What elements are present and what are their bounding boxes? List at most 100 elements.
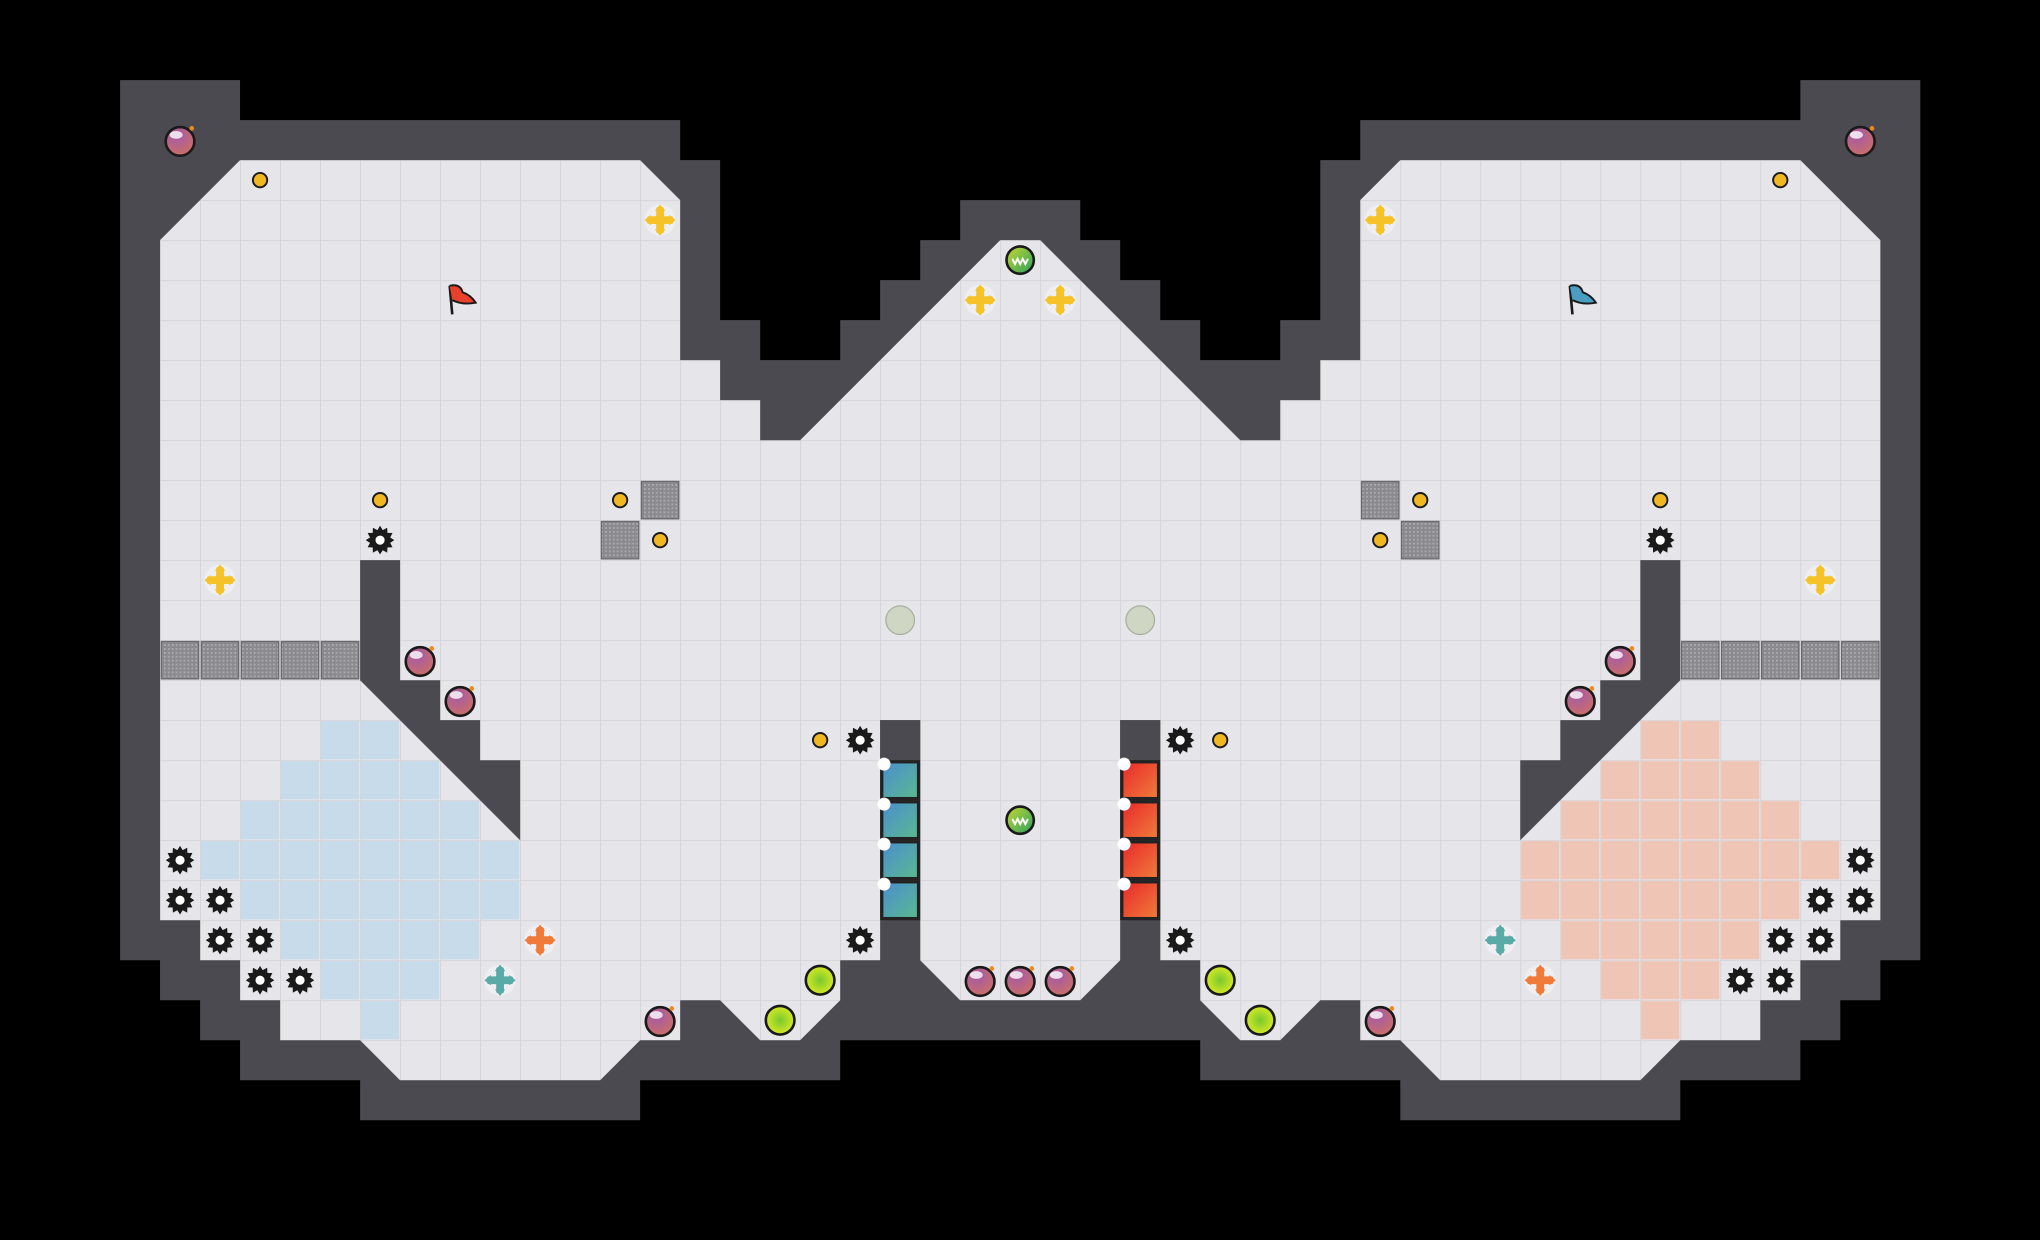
- blue-endzone-tile: [360, 881, 400, 920]
- blue-endzone-tile: [280, 761, 320, 800]
- gate-shine: [1117, 837, 1131, 851]
- powerup-icon: [1005, 245, 1036, 276]
- red-endzone-tile: [1521, 841, 1560, 880]
- button-icon: [885, 605, 916, 636]
- red-endzone-tile: [1601, 761, 1640, 800]
- bomb-icon: [1044, 965, 1076, 998]
- portal-icon: [764, 1004, 796, 1036]
- wall-block: [1120, 720, 1161, 761]
- grate-tile: [1720, 640, 1760, 680]
- spike-icon: [285, 965, 315, 995]
- spike-icon: [165, 885, 195, 915]
- red-endzone-tile: [1601, 921, 1640, 960]
- red-gate: [1117, 757, 1161, 801]
- team-zones: [200, 721, 1840, 1040]
- blue-endzone-tile: [440, 881, 480, 920]
- red-endzone-tile: [1721, 881, 1760, 920]
- inner-wall-right: [1520, 560, 1681, 841]
- red-gate: [1117, 877, 1161, 921]
- bomb-fuse: [1029, 966, 1035, 971]
- red-endzone-tile: [1761, 801, 1800, 840]
- red-endzone-tile: [1641, 761, 1680, 800]
- red-endzone-tile: [1601, 841, 1640, 880]
- red-endzone-tile: [1561, 801, 1600, 840]
- red-endzone-tile: [1681, 761, 1720, 800]
- red-endzone-tile: [1681, 881, 1720, 920]
- grate-tile: [320, 640, 360, 680]
- spike-icon: [1165, 725, 1195, 755]
- blue-endzone-tile: [360, 921, 400, 960]
- spike-icon: [1766, 925, 1795, 955]
- spike-icon: [1725, 965, 1755, 995]
- blue-gate: [877, 837, 921, 881]
- pill-icon: [251, 171, 269, 189]
- pill-icon: [1772, 171, 1789, 189]
- red-boost-icon: [1524, 964, 1556, 996]
- portal-icon: [1204, 964, 1236, 996]
- red-endzone-tile: [1721, 761, 1760, 800]
- blue-endzone-tile: [320, 801, 360, 840]
- blue-gate: [877, 877, 921, 921]
- bomb-icon: [1004, 965, 1036, 998]
- gate-shine: [877, 797, 891, 811]
- grate-tile: [240, 640, 280, 680]
- blue-endzone-tile: [320, 841, 360, 880]
- red-endzone-tile: [1681, 921, 1720, 960]
- bomb-fuse: [1069, 966, 1075, 971]
- bomb-icon: [164, 125, 196, 157]
- bomb-fuse: [669, 1006, 675, 1011]
- red-gate: [1117, 837, 1161, 881]
- blue-endzone-tile: [240, 801, 280, 840]
- spike-icon: [1645, 525, 1675, 555]
- red-endzone-tile: [1601, 961, 1640, 1000]
- red-endzone-tile: [1561, 921, 1600, 960]
- red-endzone-tile: [1641, 801, 1680, 840]
- blue-endzone-tile: [440, 841, 480, 880]
- blue-endzone-tile: [280, 881, 320, 920]
- red-endzone-tile: [1641, 721, 1680, 760]
- boost-icon: [1804, 564, 1836, 596]
- red-boost-icon: [524, 924, 556, 956]
- spike-icon: [245, 925, 275, 955]
- bomb-icon: [1844, 125, 1876, 157]
- blue-endzone-tile: [320, 921, 360, 960]
- spike-icon: [205, 925, 235, 955]
- bomb-icon: [644, 1005, 676, 1038]
- boost-icon: [1364, 204, 1396, 236]
- spike-icon: [1766, 965, 1795, 995]
- blue-endzone-tile: [400, 761, 440, 800]
- blue-endzone-tile: [200, 841, 240, 880]
- gate-shine: [1117, 877, 1131, 891]
- pill-icon: [1652, 492, 1669, 509]
- red-endzone-tile: [1561, 881, 1600, 920]
- pill-icon: [611, 492, 629, 509]
- grate-tile: [200, 640, 240, 680]
- boost-icon: [644, 204, 676, 236]
- blue-endzone-tile: [400, 841, 440, 880]
- map-entities: [160, 125, 1880, 1038]
- spike-icon: [1846, 845, 1875, 875]
- blue-endzone-tile: [280, 841, 320, 880]
- red-endzone-tile: [1641, 1001, 1680, 1040]
- grate-tile: [1800, 640, 1840, 680]
- portal-icon: [804, 964, 836, 996]
- pill-icon: [371, 492, 389, 509]
- grate-tile: [280, 640, 320, 680]
- blue-endzone-tile: [360, 1001, 400, 1040]
- blue-endzone-tile: [360, 761, 400, 800]
- red-endzone-tile: [1721, 801, 1760, 840]
- boost-icon: [964, 284, 996, 316]
- blue-endzone-tile: [240, 881, 280, 920]
- portal-icon: [1244, 1004, 1276, 1036]
- gate-shine: [877, 877, 891, 891]
- blue-endzone-tile: [360, 961, 400, 1000]
- grate-tile: [640, 480, 680, 520]
- pill-icon: [1412, 492, 1429, 509]
- grate-tile: [600, 520, 640, 560]
- blue-endzone-tile: [360, 801, 400, 840]
- bomb-fuse: [189, 126, 195, 131]
- gate-shine: [877, 837, 891, 851]
- bomb-icon: [444, 685, 476, 718]
- blue-endzone-tile: [440, 801, 480, 840]
